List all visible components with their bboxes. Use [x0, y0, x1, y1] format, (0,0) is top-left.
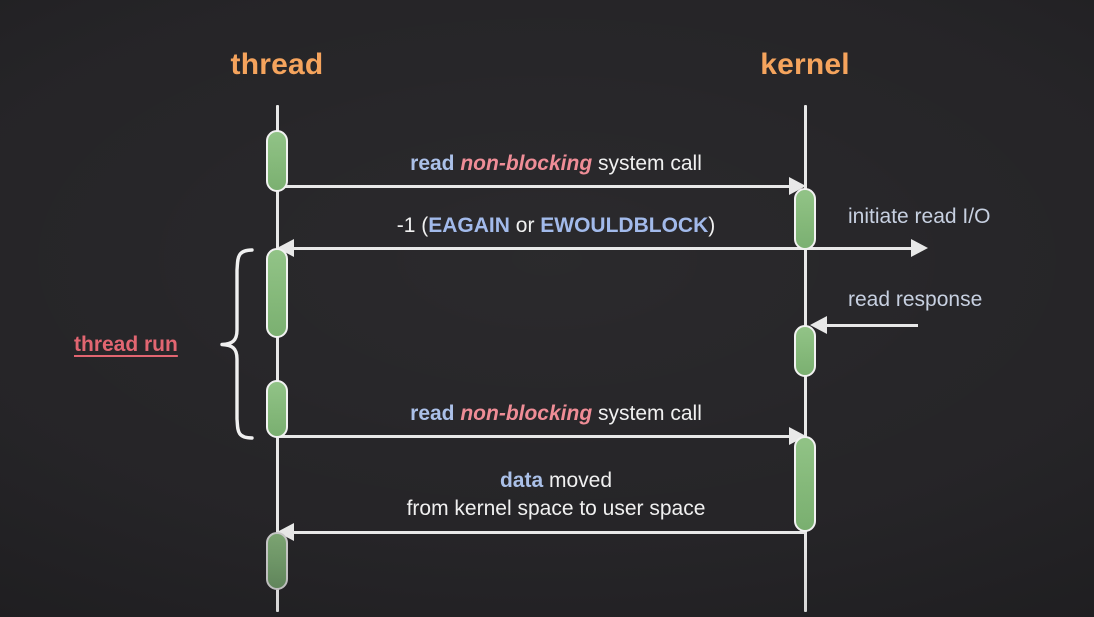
message-label-eagain-return: -1 (EAGAIN or EWOULDBLOCK): [397, 212, 716, 240]
message-label-data-moved-return: data moved from kernel space to user spa…: [407, 467, 706, 523]
activation-kernel-2: [794, 325, 816, 377]
label-token-system-call: system call: [592, 152, 702, 175]
label-token-non-blocking: non-blocking: [460, 152, 593, 175]
message-line-eagain-return: [293, 246, 805, 250]
message-line-read-nonblocking-2: [277, 434, 789, 438]
lifeline-thread: [275, 105, 279, 612]
label-token-or: or: [509, 214, 541, 237]
activation-thread-1: [266, 130, 288, 192]
message-label-read-nonblocking-1: read non-blocking system call: [410, 150, 702, 178]
label-line-2: from kernel space to user space: [407, 495, 706, 523]
label-token-read: read: [410, 152, 455, 175]
activation-thread-4: [266, 532, 288, 590]
activation-kernel-1: [794, 188, 816, 250]
label-token-eagain: EAGAIN: [428, 214, 510, 237]
activation-thread-3: [266, 380, 288, 438]
label-token-read-2: read: [410, 402, 455, 425]
curly-brace-icon: [220, 248, 254, 440]
side-arrow-line-initiate-read-io: [805, 246, 913, 250]
label-token-moved: moved: [543, 469, 613, 492]
brace-label-thread-run: thread run: [74, 333, 178, 356]
label-token-non-blocking-2: non-blocking: [460, 402, 593, 425]
label-token-ewouldblock: EWOULDBLOCK: [540, 214, 709, 237]
activation-kernel-3: [794, 436, 816, 532]
actor-title-kernel: kernel: [760, 48, 850, 81]
label-token-system-call-2: system call: [592, 402, 702, 425]
side-arrow-line-read-response: [826, 323, 918, 327]
message-line-data-moved-return: [293, 530, 805, 534]
label-token-minus-one: -1 (: [396, 214, 429, 237]
label-token-data: data: [499, 469, 544, 492]
label-token-kernel-to-user: from kernel space to user space: [406, 496, 706, 520]
actor-title-thread: thread: [230, 48, 324, 81]
arrowhead-initiate-read-io: [911, 239, 928, 257]
label-token-close-paren: ): [708, 214, 716, 237]
label-line-1: data moved: [407, 467, 706, 495]
side-note-read-response: read response: [848, 288, 983, 311]
message-label-read-nonblocking-2: read non-blocking system call: [410, 400, 702, 428]
activation-thread-2: [266, 248, 288, 338]
message-line-read-nonblocking-1: [277, 184, 789, 188]
side-note-initiate-read-io: initiate read I/O: [848, 205, 991, 228]
